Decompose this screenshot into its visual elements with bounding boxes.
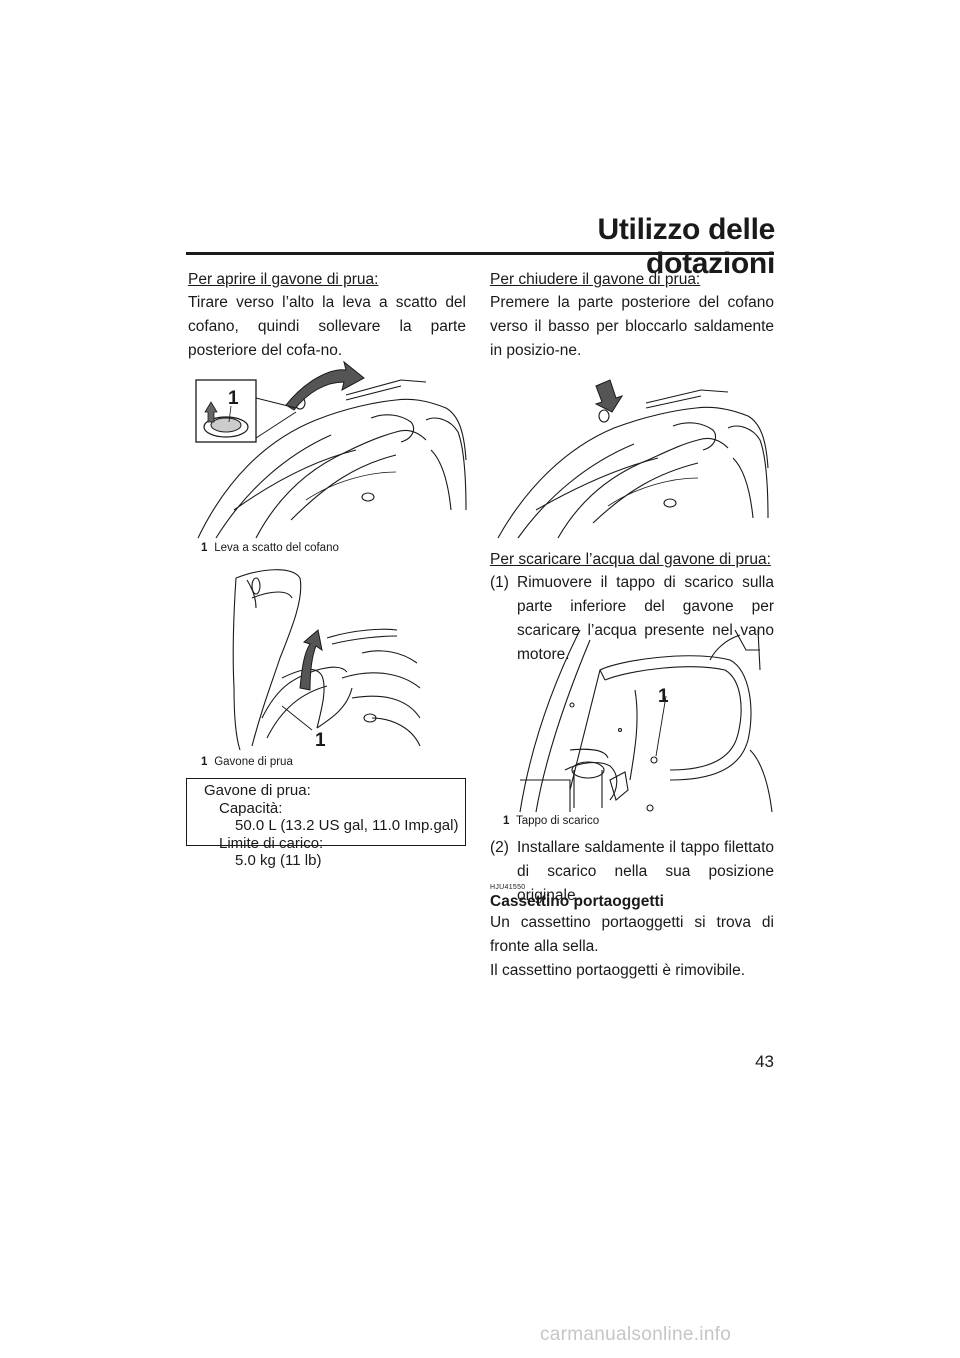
- spec-load-label: Limite di carico:: [219, 834, 324, 852]
- fig1-callout: 1: [228, 388, 239, 409]
- open-text: Tirare verso l’alto la leva a scatto del…: [188, 294, 466, 359]
- title-rule: [186, 252, 774, 255]
- hood-latch-illustration: [195, 360, 467, 539]
- open-heading: Per aprire il gavone di prua:: [188, 271, 379, 288]
- close-text: Premere la parte posteriore del cofano v…: [490, 294, 774, 359]
- spec-box: Gavone di prua: Capacità: 50.0 L (13.2 U…: [186, 778, 466, 869]
- fig4-caption-text: Tappo di scarico: [516, 815, 600, 827]
- hood-close-illustration: [497, 379, 769, 539]
- watermark: carmanualsonline.info: [540, 1324, 732, 1345]
- spec-capacity-label: Capacità:: [219, 799, 283, 817]
- section-title: Cassettino portaoggetti: [490, 893, 664, 910]
- spec-load-value: 5.0 kg (11 lb): [235, 852, 322, 869]
- drain-step-2: (2) Installare saldamente il tappo filet…: [490, 836, 774, 908]
- spec-capacity-value: 50.0 L (13.2 US gal, 11.0 Imp.gal): [235, 817, 459, 834]
- fig1-caption-number: 1: [201, 542, 208, 554]
- section-code: HJU41550: [490, 884, 526, 891]
- section-text-2: Il cassettino portaoggetti è rimovibile.: [490, 962, 746, 979]
- close-heading: Per chiudere il gavone di prua:: [490, 271, 701, 288]
- step1-number: (1): [490, 574, 509, 591]
- drain-plug-illustration: [519, 629, 773, 813]
- fig2-caption: 1 Gavone di prua: [201, 756, 293, 768]
- fig1-caption: 1 Leva a scatto del cofano: [201, 542, 339, 554]
- page-number: 43: [755, 1052, 774, 1071]
- step1-text: Rimuovere il tappo di scarico sulla part…: [517, 574, 774, 663]
- fig2-caption-text: Gavone di prua: [214, 756, 293, 768]
- bow-storage-illustration: [232, 569, 421, 751]
- fig1-caption-text: Leva a scatto del cofano: [214, 542, 339, 554]
- fig4-callout: 1: [658, 686, 669, 707]
- section-text-1: Un cassettino portaoggetti si trova di f…: [490, 914, 774, 955]
- drain-heading: Per scaricare l’acqua dal gavone di prua…: [490, 551, 771, 568]
- spec-title: Gavone di prua:: [204, 782, 311, 799]
- step2-text: Installare saldamente il tappo filettato…: [517, 839, 774, 904]
- step2-number: (2): [490, 839, 509, 856]
- fig4-caption: 1 Tappo di scarico: [503, 815, 599, 827]
- drain-step-1: (1) Rimuovere il tappo di scarico sulla …: [490, 571, 774, 667]
- fig2-caption-number: 1: [201, 756, 208, 768]
- fig2-callout: 1: [315, 730, 326, 751]
- fig4-caption-number: 1: [503, 815, 510, 827]
